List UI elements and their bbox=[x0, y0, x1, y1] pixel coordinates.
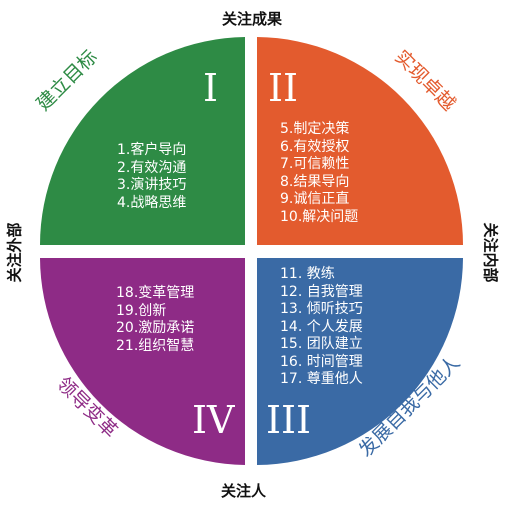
quadrant-1-list: 1.客户导向 2.有效沟通 3.演讲技巧 4.战略思维 bbox=[117, 142, 186, 212]
list-item: 7.可信赖性 bbox=[280, 156, 350, 172]
list-item: 2.有效沟通 bbox=[117, 159, 187, 176]
quadrant-3-shape bbox=[257, 258, 463, 465]
axis-label-bottom: 关注人 bbox=[221, 482, 267, 500]
list-item: 13. 倾听技巧 bbox=[280, 301, 363, 317]
list-item: 10.解决问题 bbox=[280, 208, 359, 225]
quadrant-3-numeral: III bbox=[266, 398, 312, 442]
quadrant-4-shape bbox=[40, 258, 245, 465]
list-item: 9.诚信正直 bbox=[280, 191, 350, 207]
list-item: 18.变革管理 bbox=[116, 285, 195, 301]
list-item: 20.激励承诺 bbox=[116, 320, 195, 336]
axis-label-top: 关注成果 bbox=[222, 10, 283, 28]
list-item: 19.创新 bbox=[116, 302, 167, 319]
quadrant-2-list: 5.制定决策 6.有效授权 7.可信赖性 8.结果导向 9.诚信正直 10.解决… bbox=[280, 121, 358, 226]
list-item: 11. 教练 bbox=[280, 266, 335, 282]
quadrant-2-numeral: II bbox=[268, 66, 299, 110]
quadrant-4-numeral: IV bbox=[192, 398, 235, 442]
axis-label-left: 关注外部 bbox=[5, 222, 24, 283]
list-item: 14. 个人发展 bbox=[280, 318, 363, 335]
list-item: 8.结果导向 bbox=[280, 173, 350, 190]
list-item: 4.战略思维 bbox=[117, 194, 187, 211]
quadrant-1-shape bbox=[40, 37, 245, 245]
list-item: 17. 尊重他人 bbox=[280, 371, 363, 387]
list-item: 16. 时间管理 bbox=[280, 353, 363, 370]
list-item: 1.客户导向 bbox=[117, 142, 187, 158]
list-item: 21.组织智慧 bbox=[116, 337, 195, 354]
quadrant-3-list: 11. 教练 12. 自我管理 13. 倾听技巧 14. 个人发展 15. 团队… bbox=[280, 266, 363, 389]
list-item: 6.有效授权 bbox=[280, 138, 350, 155]
list-item: 5.制定决策 bbox=[280, 121, 350, 137]
quadrant-2-shape bbox=[257, 37, 463, 245]
axis-label-right: 关注内部 bbox=[481, 222, 500, 283]
list-item: 3.演讲技巧 bbox=[117, 177, 187, 193]
quadrant-1-numeral: I bbox=[203, 66, 219, 110]
list-item: 15. 团队建立 bbox=[280, 336, 363, 352]
quadrant-4-list: 18.变革管理 19.创新 20.激励承诺 21.组织智慧 bbox=[116, 285, 194, 355]
list-item: 12. 自我管理 bbox=[280, 283, 363, 300]
